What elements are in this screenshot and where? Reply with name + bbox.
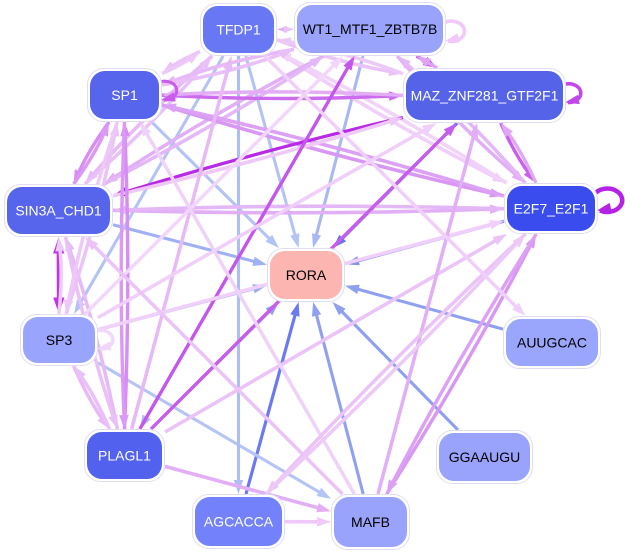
svg-text:SIN3A_CHD1: SIN3A_CHD1: [15, 203, 102, 219]
svg-text:SP1: SP1: [111, 87, 138, 103]
svg-text:GGAAUGU: GGAAUGU: [449, 449, 521, 465]
svg-text:PLAGL1: PLAGL1: [98, 448, 151, 464]
svg-text:AGCACCA: AGCACCA: [204, 514, 274, 530]
svg-text:MAFB: MAFB: [351, 514, 390, 530]
svg-text:AUUGCAC: AUUGCAC: [517, 335, 587, 351]
svg-text:TFDP1: TFDP1: [216, 22, 261, 38]
svg-text:MAZ_ZNF281_GTF2F1: MAZ_ZNF281_GTF2F1: [411, 88, 559, 104]
svg-text:SP3: SP3: [46, 332, 73, 348]
svg-text:WT1_MTF1_ZBTB7B: WT1_MTF1_ZBTB7B: [303, 21, 438, 37]
svg-text:RORA: RORA: [286, 267, 327, 283]
svg-text:E2F7_E2F1: E2F7_E2F1: [514, 201, 589, 217]
